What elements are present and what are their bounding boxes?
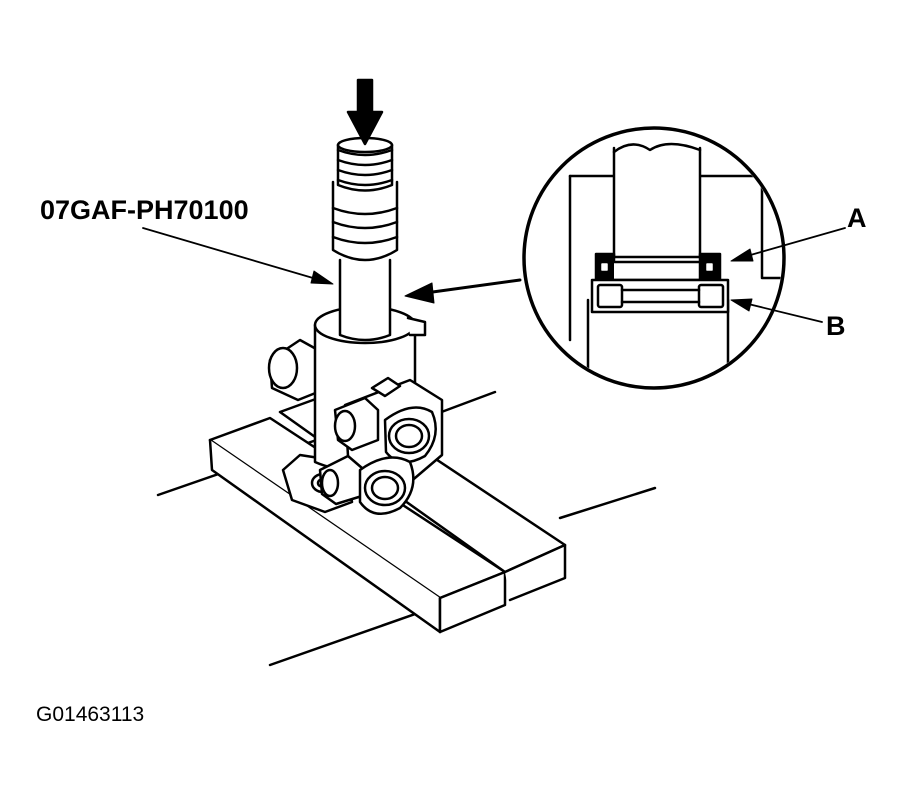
tool-number-label: 07GAF-PH70100 <box>40 195 249 225</box>
callout-a-arrowhead <box>731 249 753 261</box>
figure-id-label: G01463113 <box>36 703 145 726</box>
callout-b-leader <box>740 302 822 322</box>
valve-body <box>269 307 442 514</box>
tool-leader-line <box>143 228 330 283</box>
detail-circle <box>524 128 800 400</box>
special-tool <box>333 138 397 340</box>
force-arrow <box>348 80 382 144</box>
tool-leader-arrowhead <box>311 271 333 284</box>
callout-a-label: A <box>847 203 867 233</box>
callout-b-arrowhead <box>731 299 752 311</box>
detail-pointer-line <box>418 280 520 294</box>
callout-b-label: B <box>826 311 846 341</box>
detail-pointer-arrowhead <box>405 283 434 303</box>
callout-a-leader <box>740 228 845 258</box>
